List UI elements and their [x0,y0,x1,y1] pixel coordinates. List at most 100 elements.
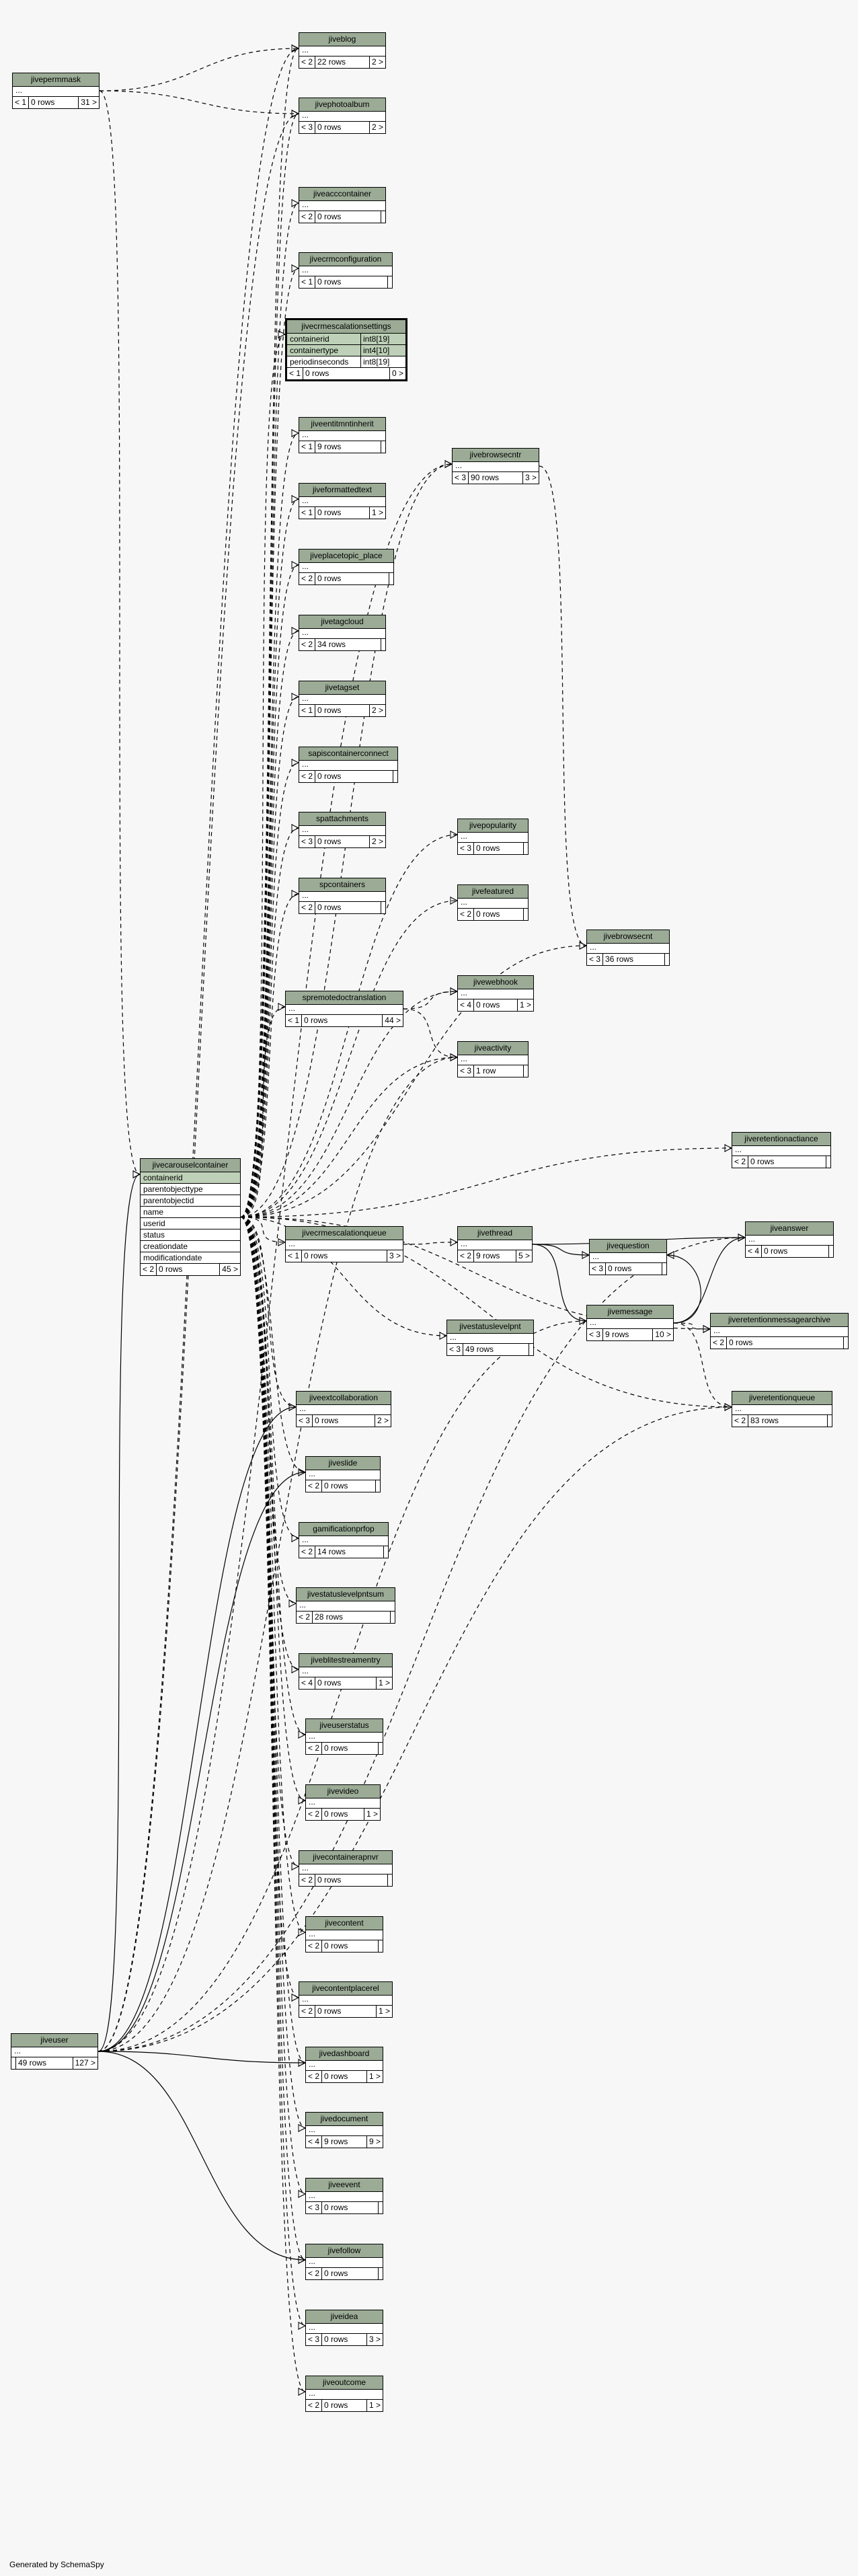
crowfoot-marker [291,824,299,832]
crowfoot-marker [291,44,299,52]
children-count: 1 > [371,508,383,517]
crowfoot-marker [579,942,587,950]
relationship-line [539,465,587,946]
parents-count: < 2 [306,1940,323,1952]
parents-count: < 2 [297,1612,313,1623]
children-count [662,1263,666,1275]
column-ellipsis: ... [299,760,397,771]
table-name: jivequestion [590,1240,666,1253]
relationship-line [99,48,299,91]
crowfoot-marker [288,1599,297,1607]
column-ellipsis: ... [732,1145,830,1156]
row-count: 0 rows [315,573,389,584]
table-name: jiveretentionmessagearchive [711,1314,848,1327]
table-name: jivetagset [299,681,385,695]
row-count: 83 rows [748,1415,828,1427]
parents-count: < 2 [299,573,316,584]
row-count: 0 rows [315,1874,388,1886]
row-count: 28 rows [313,1612,391,1623]
parents-count: < 2 [299,1546,316,1558]
table-name: jiveextcollaboration [297,1392,391,1405]
relationship-line [240,334,286,1218]
relationship-line [240,1216,299,1539]
children-count: 5 > [518,1251,530,1260]
table-name: jiveoutcome [306,2376,383,2390]
children-count: 1 > [519,1000,531,1010]
relationship-line [98,113,299,2052]
parents-count: < 4 [306,2136,323,2148]
parents-count: < 2 [732,1415,749,1427]
relationship-line [240,1216,297,1604]
table-name: jivevideo [306,1785,380,1798]
crowfoot-marker [450,987,458,995]
parents-count: < 1 [299,441,316,453]
crowfoot-marker [278,1003,286,1011]
column-ellipsis: ... [286,1004,403,1015]
children-count: 1 > [378,1678,390,1688]
parents-count: < 1 [286,1015,303,1026]
children-count [379,1743,383,1754]
relationship-line [240,900,458,1218]
generator-note: Generated by SchemaSpy [9,2560,104,2569]
row-count: 0 rows [322,2202,379,2213]
crowfoot-marker [724,1403,732,1411]
column-ellipsis: ... [11,2047,98,2057]
column-ellipsis: ... [453,461,539,472]
